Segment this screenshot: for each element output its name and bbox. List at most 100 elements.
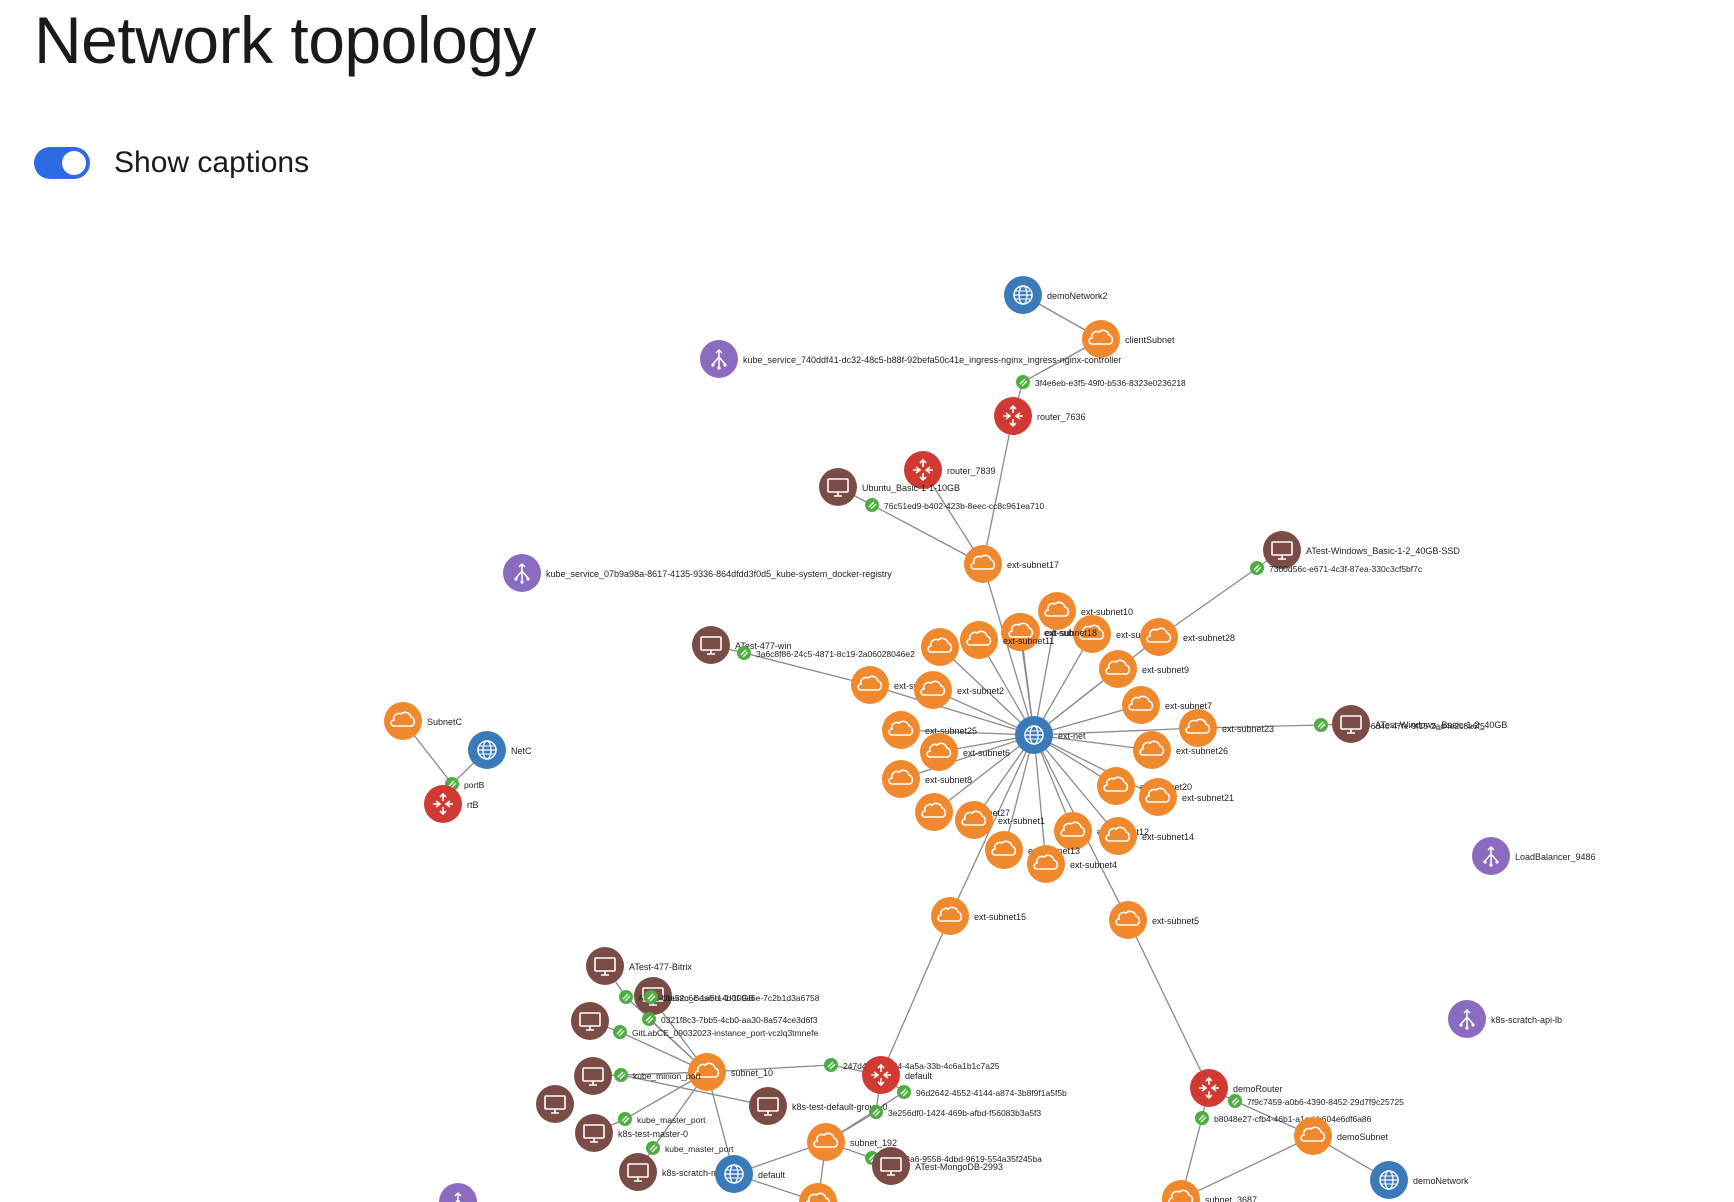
node-caption: rtB bbox=[467, 800, 479, 810]
node-subnet[interactable]: ext-subnet26 bbox=[1133, 731, 1228, 769]
node-port[interactable]: fe7a1b3c-6d4c-47fe-9f15-2ad4e2c8a6f5 bbox=[1314, 718, 1485, 732]
node-subnet[interactable]: ext-subnet5 bbox=[1109, 901, 1199, 939]
node-port[interactable]: 7f9c7459-a0b6-4390-8452-29d7f9c25725 bbox=[1228, 1094, 1404, 1108]
show-captions-row: Show captions bbox=[34, 146, 309, 180]
node-subnet[interactable]: ext-subnet14 bbox=[1099, 817, 1194, 855]
node-subnet[interactable]: ext-subnet23 bbox=[1179, 709, 1274, 747]
node-loadbalancer[interactable]: kube_service_740ddf41-dc32-48c5-b88f-92b… bbox=[700, 340, 1121, 378]
node-port[interactable]: kube_master_port bbox=[618, 1112, 706, 1126]
node-port[interactable]: b8048e27-cfb4-46b1-a1ad-b604e6df6a86 bbox=[1195, 1111, 1372, 1125]
node-port[interactable]: f8e52c6c-1a5b-4d0f-9a6e-7c2b1d3a6758 bbox=[644, 990, 820, 1004]
node-loadbalancer[interactable]: k8s-scratch-api-lb bbox=[1448, 1000, 1562, 1038]
node-server[interactable]: ATest-477-win bbox=[692, 626, 791, 664]
node-server[interactable]: k8s-test-default-group-0 bbox=[749, 1087, 888, 1125]
node-subnet[interactable]: subnet_10 bbox=[688, 1053, 773, 1091]
node-subnet[interactable]: ext-subnet1 bbox=[955, 801, 1045, 839]
cloud-icon bbox=[1300, 1126, 1326, 1142]
port-node-circle bbox=[1016, 375, 1030, 389]
node-subnet[interactable]: ext-subnet6 bbox=[920, 733, 1010, 771]
node-subnet[interactable]: ext-subnet4 bbox=[1027, 845, 1117, 883]
node-caption: kube_service_740ddf41-dc32-48c5-b88f-92b… bbox=[743, 355, 1121, 365]
node-router[interactable]: router_7636 bbox=[994, 397, 1086, 435]
cloud-icon bbox=[813, 1132, 839, 1148]
node-server[interactable] bbox=[574, 1057, 612, 1095]
node-subnet[interactable] bbox=[921, 628, 959, 666]
node-server[interactable]: ATest-MongoDB-2993 bbox=[872, 1147, 1003, 1185]
port-node-circle bbox=[646, 1141, 660, 1155]
node-network[interactable]: demoNetwork2 bbox=[1004, 276, 1108, 314]
node-subnet[interactable]: clientSubnet bbox=[1082, 320, 1175, 358]
node-subnet[interactable]: ext-subnet10 bbox=[1038, 592, 1133, 630]
node-subnet[interactable]: ext-subnet18 bbox=[1002, 613, 1097, 651]
node-server[interactable]: k8s-scratch-master-0 bbox=[619, 1153, 747, 1191]
node-router[interactable]: router_7839 bbox=[904, 451, 996, 489]
subnet-node-circle bbox=[1179, 709, 1217, 747]
node-port[interactable]: 3f4e6eb-e3f5-49f0-b536-8323e0236218 bbox=[1016, 375, 1186, 389]
server-node-circle bbox=[749, 1087, 787, 1125]
node-network[interactable]: demoNetwork bbox=[1370, 1161, 1469, 1199]
port-icon bbox=[868, 501, 877, 510]
node-router[interactable]: demoRouter bbox=[1190, 1069, 1283, 1107]
node-caption: ext-subnet7 bbox=[1165, 701, 1212, 711]
node-subnet[interactable] bbox=[799, 1183, 837, 1202]
cloud-icon bbox=[1060, 821, 1086, 837]
node-server[interactable]: ATest-Windows_Basic-1-2_40GB bbox=[1332, 705, 1507, 743]
node-subnet[interactable]: ext-subnet15 bbox=[931, 897, 1026, 935]
node-port[interactable]: 7300d56c-e671-4c3f-87ea-330c3cf5bf7c bbox=[1250, 561, 1423, 575]
node-caption: kube_service_07b9a98a-8617-4135-9336-864… bbox=[546, 569, 892, 579]
router-node-circle bbox=[994, 397, 1032, 435]
node-router[interactable]: rtB bbox=[424, 785, 479, 823]
server-icon bbox=[1340, 715, 1362, 734]
node-port[interactable]: 96d2642-4552-4144-a874-3b8f9f1a5f5b bbox=[897, 1085, 1067, 1099]
subnet-node-circle bbox=[882, 760, 920, 798]
node-network[interactable]: NetC bbox=[468, 731, 532, 769]
node-server[interactable] bbox=[536, 1085, 574, 1123]
node-port[interactable]: 76c51ed9-b402-423b-8eec-cc8c961ea710 bbox=[865, 498, 1044, 512]
node-network[interactable]: default bbox=[715, 1155, 786, 1193]
cloud-icon bbox=[888, 720, 914, 736]
cloud-icon bbox=[1008, 622, 1034, 638]
show-captions-toggle[interactable] bbox=[34, 147, 90, 179]
node-caption: k8s-scratch-api-lb bbox=[1491, 1015, 1562, 1025]
node-server[interactable]: k8s-test-master-0 bbox=[575, 1114, 688, 1152]
node-subnet[interactable]: SubnetC bbox=[384, 702, 463, 740]
subnet-node-circle bbox=[688, 1053, 726, 1091]
node-subnet[interactable]: subnet_192 bbox=[807, 1123, 897, 1161]
node-router[interactable]: default bbox=[862, 1056, 933, 1094]
node-caption: subnet_192 bbox=[850, 1138, 897, 1148]
node-subnet[interactable]: ext-subnet9 bbox=[1099, 650, 1189, 688]
node-server[interactable] bbox=[571, 1002, 609, 1040]
node-loadbalancer[interactable] bbox=[439, 1183, 477, 1202]
node-server[interactable]: ATest-Windows_Basic-1-2_40GB-SSD bbox=[1263, 531, 1460, 569]
edge bbox=[1033, 734, 1159, 798]
edge bbox=[939, 646, 1035, 736]
node-port[interactable]: ATest-Ubuntu_Basic-1-1-10GB bbox=[619, 990, 754, 1004]
node-port[interactable]: kube_minion_port bbox=[614, 1068, 701, 1082]
node-subnet[interactable]: ext-subnet8 bbox=[882, 760, 972, 798]
node-port[interactable]: GitLabCE_09032023-instance_port-vczlq3tm… bbox=[613, 1025, 818, 1039]
cloud-icon bbox=[1185, 718, 1211, 734]
node-port[interactable]: 0321f8c3-7bb5-4cb0-aa30-8a574ce3d6f3 bbox=[642, 1012, 818, 1026]
node-subnet[interactable]: ext-subnet17 bbox=[964, 545, 1059, 583]
node-subnet[interactable]: ext-subnet25 bbox=[882, 711, 977, 749]
node-subnet[interactable]: ext-subnet28 bbox=[1140, 618, 1235, 656]
cloud-icon bbox=[1146, 627, 1172, 643]
node-server[interactable]: Ubuntu_Basic-1-1-10GB bbox=[819, 468, 960, 506]
node-port[interactable]: 247d4c36-4324-4a5a-33b-4c6a1b1c7a25 bbox=[824, 1058, 1000, 1072]
node-port[interactable]: kube_master_port bbox=[646, 1141, 734, 1155]
node-subnet[interactable]: ext-subnet21 bbox=[1139, 778, 1234, 816]
node-server[interactable]: ATest-477-Bitrix bbox=[586, 947, 692, 985]
node-port[interactable]: 3e256df0-1424-469b-afbd-f56083b3a5f3 bbox=[869, 1105, 1041, 1119]
node-subnet[interactable]: ext-subnet11 bbox=[960, 621, 1054, 659]
node-port[interactable]: 3a6c8f86-24c5-4871-8c19-2a06028046e2 bbox=[737, 646, 915, 660]
node-network[interactable]: ext-net bbox=[1015, 716, 1086, 754]
node-subnet[interactable]: subnet_3687 bbox=[1162, 1180, 1257, 1202]
node-subnet[interactable]: ext-subnet7 bbox=[1122, 686, 1212, 724]
edge bbox=[1180, 1135, 1314, 1200]
node-loadbalancer[interactable]: kube_service_07b9a98a-8617-4135-9336-864… bbox=[503, 554, 892, 592]
node-subnet[interactable]: ext-subnet2 bbox=[914, 671, 1004, 709]
node-loadbalancer[interactable]: LoadBalancer_9486 bbox=[1472, 837, 1596, 875]
node-subnet[interactable]: demoSubnet bbox=[1294, 1117, 1389, 1155]
server-node-circle bbox=[586, 947, 624, 985]
